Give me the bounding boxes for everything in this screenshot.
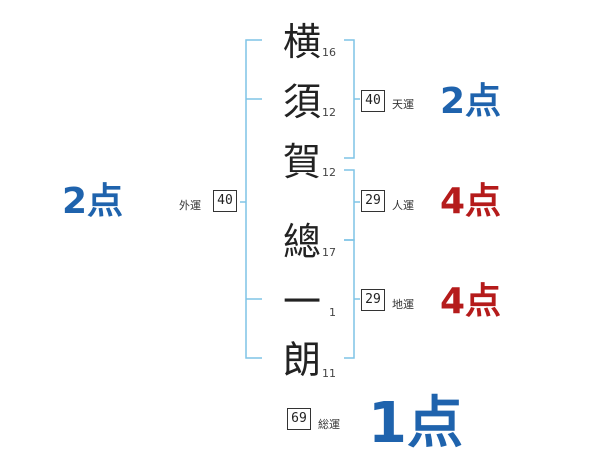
chikaku-score: 4点 bbox=[440, 281, 502, 322]
jinkaku-score: 4点 bbox=[440, 181, 502, 222]
tenkaku-value-box: 40 bbox=[361, 90, 385, 112]
stroke-count-1: 16 bbox=[322, 46, 336, 59]
soukaku-label: 総運 bbox=[318, 418, 340, 431]
stroke-count-3: 12 bbox=[322, 166, 336, 179]
soukaku-value-box: 69 bbox=[287, 408, 311, 430]
soukaku-score: 1点 bbox=[368, 391, 463, 456]
name-char-3: 賀 bbox=[282, 140, 321, 184]
gaikaku-value-box: 40 bbox=[213, 190, 237, 212]
name-char-5: 一 bbox=[282, 280, 321, 324]
stroke-count-4: 17 bbox=[322, 246, 336, 259]
jinkaku-label: 人運 bbox=[392, 199, 414, 212]
name-char-6: 朗 bbox=[282, 338, 321, 382]
name-char-2: 須 bbox=[282, 80, 321, 124]
tenkaku-score: 2点 bbox=[440, 81, 502, 122]
gaikaku-label: 外運 bbox=[179, 199, 201, 212]
stroke-count-5: 1 bbox=[329, 306, 336, 319]
name-char-4: 總 bbox=[282, 220, 321, 264]
tenkaku-label: 天運 bbox=[392, 98, 414, 111]
stroke-count-2: 12 bbox=[322, 106, 336, 119]
name-char-1: 横 bbox=[282, 20, 321, 64]
stroke-count-6: 11 bbox=[322, 367, 336, 380]
jinkaku-value-box: 29 bbox=[361, 190, 385, 212]
chikaku-value-box: 29 bbox=[361, 289, 385, 311]
chikaku-label: 地運 bbox=[392, 298, 414, 311]
gaikaku-score: 2点 bbox=[62, 181, 124, 222]
